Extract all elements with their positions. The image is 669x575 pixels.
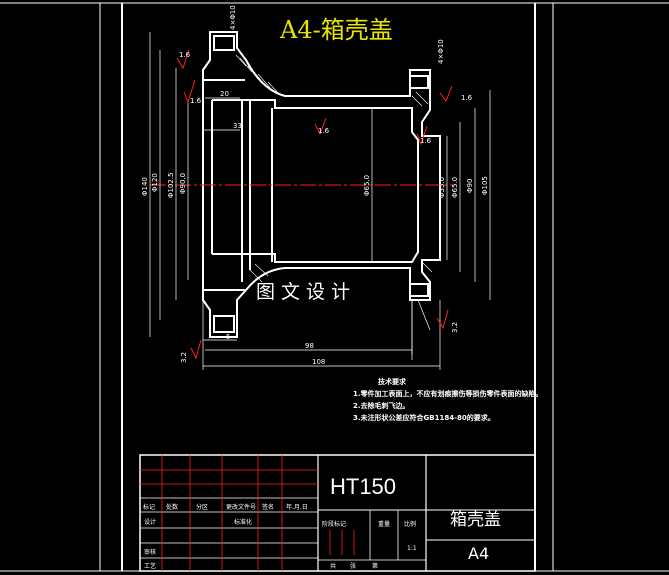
dim-roughness-3: 1.6: [318, 127, 330, 135]
dim-105: Φ105: [481, 176, 489, 195]
notes-heading: 技术要求: [378, 378, 406, 386]
roughness-symbol: [436, 309, 449, 330]
drawing-title: A4-箱壳盖: [280, 16, 393, 44]
dim-55: Φ55.0: [438, 177, 446, 198]
tb-label-gongyi: 工艺: [144, 562, 156, 570]
watermark-text: 图文设计: [256, 281, 357, 303]
tb-label-biaozhun: 标准化: [234, 518, 252, 526]
material-label: HT150: [330, 474, 397, 499]
tb-label-gong: 共: [330, 562, 336, 570]
tb-label-date: 年.月.日: [286, 503, 308, 511]
tb-label-zhongliang: 重量: [378, 520, 390, 528]
dim-roughness-1: 1.6: [179, 51, 191, 59]
roughness-symbol: [439, 85, 453, 103]
tb-label-sheji: 设计: [144, 518, 156, 526]
notes-line-2: 2.去除毛刺飞边。: [353, 402, 410, 410]
part-name-label: 箱壳盖: [450, 510, 501, 530]
title-block-labels: 标记 处数 分区 更改文件号 签名 年.月.日 设计 标准化 阶段标记 重量 比…: [143, 503, 417, 570]
dim-98: 98: [305, 342, 314, 350]
dim-top-holes: 4×Φ10: [229, 5, 237, 30]
tb-label-scale: 1:1: [407, 545, 417, 552]
dim-20: 20: [220, 90, 229, 98]
dim-roughness-4: 1.6: [420, 137, 432, 145]
dim-90: Φ90.0: [179, 173, 187, 194]
tb-label-fenqu: 分区: [196, 503, 208, 511]
dim-65: Φ65.0: [363, 175, 371, 196]
dim-roughness-6: 3.2: [451, 322, 459, 333]
dim-roughness-7: 3.2: [180, 352, 188, 363]
dimension-lines: [149, 32, 491, 370]
tb-label-qianming: 签名: [262, 503, 274, 511]
dim-right-holes: 4×Φ10: [437, 39, 445, 64]
notes-line-1: 1.零件加工表面上，不应有划痕擦伤等损伤零件表面的缺陷。: [353, 390, 543, 398]
dim-140: Φ140: [141, 177, 149, 196]
tb-label-shenhe: 审核: [144, 548, 156, 556]
dimension-texts: 4×Φ10 4×Φ10 1.6 1.6 1.6 1.6 1.6 3.2 3.2 …: [141, 5, 489, 366]
tb-label-bili: 比例: [404, 520, 416, 528]
dim-5: 5: [226, 333, 230, 341]
tb-label-gengai: 更改文件号: [226, 503, 256, 511]
tb-label-chushu: 处数: [166, 503, 178, 511]
dim-90r: Φ90: [466, 179, 474, 193]
dim-33: 33: [233, 122, 242, 130]
section-hatching: [235, 54, 433, 283]
dim-roughness-2: 1.6: [190, 97, 202, 105]
dim-65b: Φ65.0: [451, 177, 459, 198]
part-outline: [202, 31, 441, 338]
roughness-symbol: [176, 49, 190, 70]
dim-roughness-5: 1.6: [461, 94, 473, 102]
dim-102: Φ102.5: [167, 172, 175, 198]
title-block: [139, 454, 536, 572]
tb-label-biaoji: 标记: [143, 503, 155, 511]
roughness-symbol: [190, 339, 202, 360]
dim-108: 108: [312, 358, 325, 366]
roughness-symbol: [416, 125, 428, 146]
roughness-symbol: [314, 117, 327, 136]
tb-label-zhang: 张: [350, 562, 356, 570]
sheet-size-label: A4: [468, 544, 490, 563]
tb-label-jieduan: 阶段标记: [322, 520, 346, 528]
roughness-symbol: [183, 79, 196, 104]
notes-line-3: 3.未注形状公差应符合GB1184-80的要求。: [353, 414, 495, 422]
roughness-symbols: [176, 49, 453, 360]
tb-label-di: 第: [372, 562, 378, 570]
dim-120: Φ120: [151, 173, 159, 192]
